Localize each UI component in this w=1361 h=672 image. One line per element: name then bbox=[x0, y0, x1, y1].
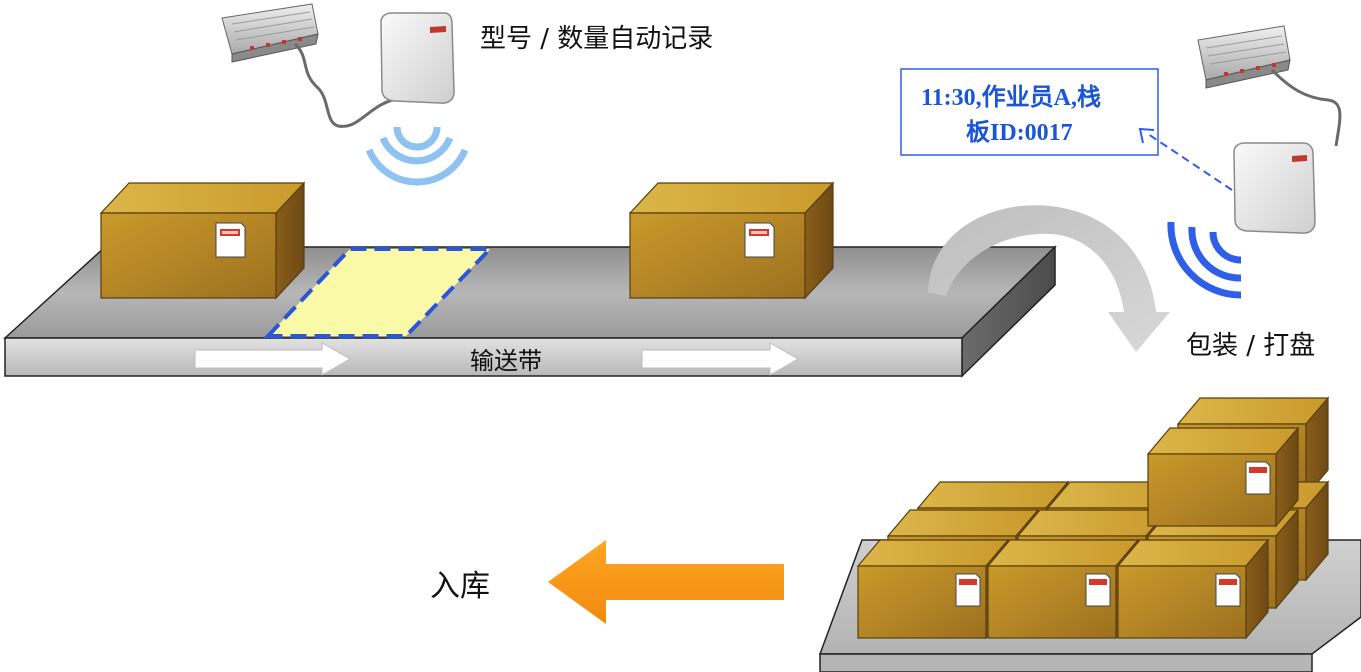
signal-wave-icon bbox=[1167, 221, 1242, 299]
pallet-box bbox=[987, 539, 1139, 639]
pallet-box bbox=[1117, 539, 1269, 639]
warehouse-arrow-icon bbox=[548, 540, 784, 624]
direction-arrow-icon bbox=[641, 342, 800, 376]
direction-arrow-icon bbox=[194, 342, 352, 376]
signal-wave-icon bbox=[365, 126, 469, 186]
info-line-2: 板ID:0017 bbox=[966, 119, 1073, 146]
rfid-scan-zone bbox=[263, 247, 495, 338]
rfid-reader-icon bbox=[221, 3, 319, 63]
antenna-cable bbox=[1270, 68, 1342, 147]
antenna-cable bbox=[293, 42, 401, 128]
label-tag-icon bbox=[1245, 461, 1271, 495]
pallet-box bbox=[857, 539, 1009, 639]
rfid-antenna-icon bbox=[380, 12, 455, 104]
carton-box-right bbox=[629, 182, 834, 299]
label-tag-icon bbox=[1085, 573, 1111, 607]
dashed-pointer-arrow-icon bbox=[1138, 127, 1233, 191]
rfid-antenna-icon bbox=[1233, 142, 1316, 234]
curved-flow-arrow-icon bbox=[928, 205, 1170, 352]
info-box bbox=[900, 68, 1159, 156]
pallet-box bbox=[1147, 427, 1299, 527]
carton-box-left bbox=[100, 182, 305, 299]
packing-label: 包装 / 打盘 bbox=[1186, 331, 1315, 361]
info-line-1: 11:30,作业员A,栈 bbox=[921, 84, 1101, 111]
top-caption: 型号 / 数量自动记录 bbox=[480, 24, 713, 54]
label-tag-icon bbox=[1215, 573, 1241, 607]
warehouse-label: 入库 bbox=[430, 569, 490, 604]
conveyor-label: 输送带 bbox=[470, 347, 542, 375]
label-tag-icon bbox=[955, 573, 981, 607]
rfid-reader-icon bbox=[1197, 25, 1291, 89]
